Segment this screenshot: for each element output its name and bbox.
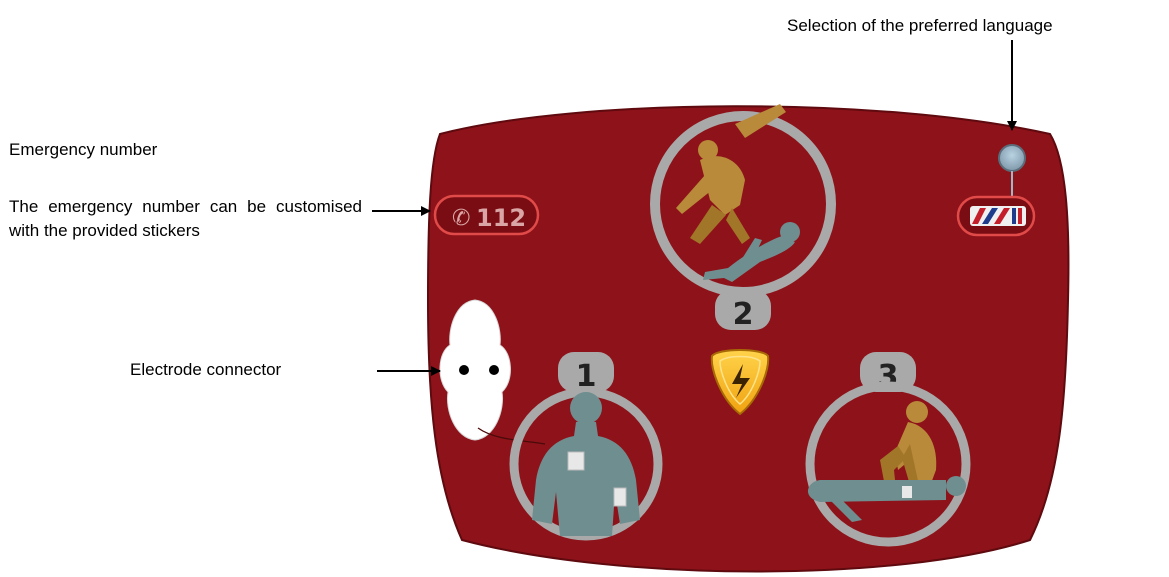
emergency-number-button[interactable]: ✆ 112	[435, 196, 538, 234]
language-button-icon[interactable]	[999, 145, 1025, 171]
electrode-pad-upper	[568, 452, 584, 470]
cpr-electrode-pad	[902, 486, 912, 498]
electrode-pad-lower	[614, 488, 626, 506]
electrode-pin-right	[489, 365, 499, 375]
phone-icon: ✆	[452, 206, 470, 231]
electrode-pin-left	[459, 365, 469, 375]
emergency-number-value: 112	[476, 204, 526, 232]
step-2-number: 2	[733, 297, 754, 332]
language-flags-icon	[970, 206, 1026, 226]
